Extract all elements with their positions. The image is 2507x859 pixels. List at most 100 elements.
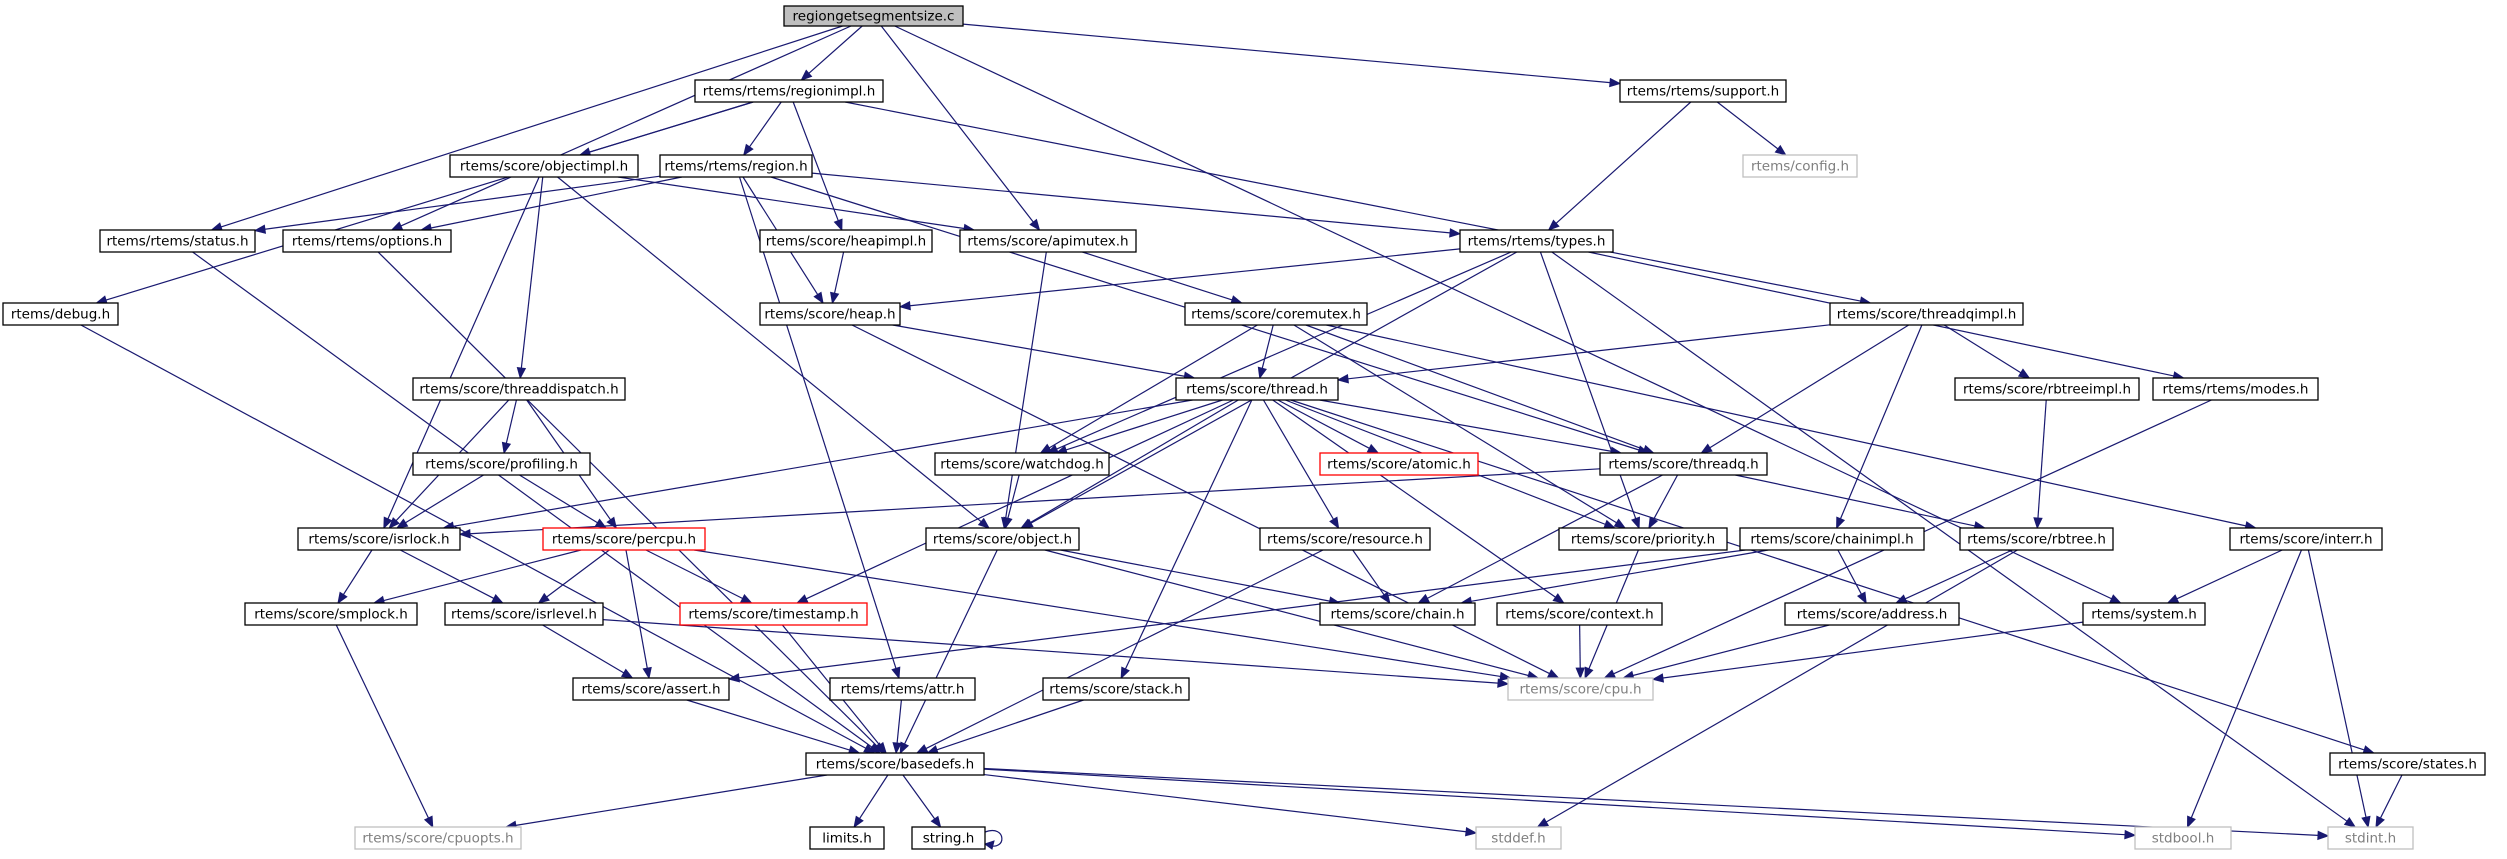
node-cpu[interactable]: rtems/score/cpu.h <box>1507 677 1654 701</box>
node-context[interactable]: rtems/score/context.h <box>1496 602 1663 626</box>
node-heapimpl[interactable]: rtems/score/heapimpl.h <box>759 229 933 253</box>
node-box <box>1459 229 1614 253</box>
node-objectimpl[interactable]: rtems/score/objectimpl.h <box>449 154 639 178</box>
node-box <box>572 677 730 701</box>
edge-heapimpl-to-heap <box>830 251 845 305</box>
node-label: rtems/score/chain.h <box>1330 607 1464 623</box>
edge-chainimpl-to-assert <box>727 549 1746 683</box>
edge-chainimpl-to-address <box>1837 549 1867 605</box>
node-regionimpl[interactable]: rtems/rtems/regionimpl.h <box>694 79 884 103</box>
node-label: rtems/score/isrlock.h <box>308 532 449 548</box>
node-box <box>925 527 1080 551</box>
node-rbtree[interactable]: rtems/score/rbtree.h <box>1959 527 2114 551</box>
node-heap[interactable]: rtems/score/heap.h <box>759 302 901 326</box>
node-box <box>2329 752 2486 776</box>
node-chainimpl[interactable]: rtems/score/chainimpl.h <box>1739 527 1925 551</box>
node-basedefs[interactable]: rtems/score/basedefs.h <box>805 752 985 776</box>
node-coremutex[interactable]: rtems/score/coremutex.h <box>1184 302 1368 326</box>
node-box <box>244 602 418 626</box>
edge-apimutex-to-coremutex <box>1082 251 1243 305</box>
node-threadqimpl[interactable]: rtems/score/threadqimpl.h <box>1829 302 2024 326</box>
edge-thread-to-watchdog <box>1055 399 1223 455</box>
node-atomic[interactable]: rtems/score/atomic.h <box>1319 452 1479 476</box>
edge-threadqimpl-to-rbtreeimpl <box>1943 324 2031 379</box>
edge-region-to-status <box>253 175 661 234</box>
node-label: rtems/score/address.h <box>1797 607 1948 623</box>
node-regiongetsegmentsize[interactable]: regiongetsegmentsize.c <box>783 5 964 27</box>
node-label: stdint.h <box>2345 831 2396 847</box>
node-label: limits.h <box>822 831 872 847</box>
node-rbtreeimpl[interactable]: rtems/score/rbtreeimpl.h <box>1954 377 2140 401</box>
edge-thread-to-object <box>1020 399 1239 529</box>
node-debug[interactable]: rtems/debug.h <box>2 302 119 326</box>
edge-smplock-to-cpuopts <box>335 624 434 829</box>
node-box <box>1742 154 1858 178</box>
node-threadq[interactable]: rtems/score/threadq.h <box>1599 452 1768 476</box>
node-support[interactable]: rtems/rtems/support.h <box>1619 79 1787 103</box>
node-string[interactable]: string.h <box>911 826 986 850</box>
edge-regiongetsegmentsize-to-regionimpl <box>800 25 863 81</box>
node-system[interactable]: rtems/system.h <box>2082 602 2206 626</box>
node-assert[interactable]: rtems/score/assert.h <box>572 677 730 701</box>
node-label: rtems/score/atomic.h <box>1327 457 1471 473</box>
edge-region-to-types <box>811 172 1462 238</box>
node-isrlevel[interactable]: rtems/score/isrlevel.h <box>444 602 604 626</box>
node-options[interactable]: rtems/rtems/options.h <box>282 229 452 253</box>
node-chain[interactable]: rtems/score/chain.h <box>1319 602 1476 626</box>
edge-assert-to-basedefs <box>686 699 861 755</box>
edge-thread-to-context <box>1272 399 1565 604</box>
node-profiling[interactable]: rtems/score/profiling.h <box>412 452 591 476</box>
node-stdbool[interactable]: stdbool.h <box>2134 826 2232 850</box>
node-limits[interactable]: limits.h <box>809 826 885 850</box>
node-cpuopts[interactable]: rtems/score/cpuopts.h <box>354 826 522 850</box>
node-resource[interactable]: rtems/score/resource.h <box>1259 527 1431 551</box>
edge-threaddispatch-to-profiling <box>501 399 518 455</box>
node-stdint[interactable]: stdint.h <box>2327 826 2414 850</box>
edge-regionimpl-to-region <box>742 101 782 157</box>
node-stack[interactable]: rtems/score/stack.h <box>1042 677 1190 701</box>
node-region[interactable]: rtems/rtems/region.h <box>659 154 813 178</box>
node-watchdog[interactable]: rtems/score/watchdog.h <box>934 452 1110 476</box>
node-label: rtems/rtems/regionimpl.h <box>703 84 876 100</box>
edge-string-to-string <box>983 829 1003 850</box>
node-box <box>1599 452 1768 476</box>
node-object[interactable]: rtems/score/object.h <box>925 527 1080 551</box>
edge-basedefs-to-string <box>902 774 942 829</box>
node-label: rtems/rtems/region.h <box>664 159 807 175</box>
edge-status-to-basedefs <box>192 251 881 754</box>
edge-threadqimpl-to-thread <box>1336 324 1831 384</box>
edge-resource-to-basedefs <box>915 549 1324 754</box>
node-label: regiongetsegmentsize.c <box>793 9 955 25</box>
node-types[interactable]: rtems/rtems/types.h <box>1459 229 1614 253</box>
node-timestamp[interactable]: rtems/score/timestamp.h <box>679 602 868 626</box>
node-threaddispatch[interactable]: rtems/score/threaddispatch.h <box>412 377 626 401</box>
node-label: rtems/score/watchdog.h <box>940 457 1104 473</box>
node-box <box>1496 602 1663 626</box>
node-smplock[interactable]: rtems/score/smplock.h <box>244 602 418 626</box>
node-box <box>1042 677 1190 701</box>
node-isrlock[interactable]: rtems/score/isrlock.h <box>297 527 461 551</box>
node-stddef[interactable]: stddef.h <box>1475 826 1562 850</box>
node-attr[interactable]: rtems/rtems/attr.h <box>829 677 976 701</box>
node-percpu[interactable]: rtems/score/percpu.h <box>542 527 706 551</box>
edge-isrlock-to-isrlevel <box>399 549 504 604</box>
node-apimutex[interactable]: rtems/score/apimutex.h <box>959 229 1137 253</box>
node-states[interactable]: rtems/score/states.h <box>2329 752 2486 776</box>
node-label: rtems/score/apimutex.h <box>967 234 1128 250</box>
edge-regiongetsegmentsize-to-options <box>390 25 852 231</box>
node-interr[interactable]: rtems/score/interr.h <box>2229 527 2383 551</box>
node-box <box>911 826 986 850</box>
node-modes[interactable]: rtems/rtems/modes.h <box>2152 377 2319 401</box>
edge-regiongetsegmentsize-to-system <box>894 25 2122 604</box>
edge-percpu-to-timestamp <box>645 549 753 604</box>
node-priority[interactable]: rtems/score/priority.h <box>1558 527 1728 551</box>
edge-isrlevel-to-assert <box>542 624 634 679</box>
node-thread[interactable]: rtems/score/thread.h <box>1175 377 1339 401</box>
node-box <box>1558 527 1728 551</box>
node-box <box>783 5 964 27</box>
node-status[interactable]: rtems/rtems/status.h <box>99 229 256 253</box>
node-address[interactable]: rtems/score/address.h <box>1784 602 1960 626</box>
edge-basedefs-to-stddef <box>983 773 1478 837</box>
node-config[interactable]: rtems/config.h <box>1742 154 1858 178</box>
node-label: rtems/score/timestamp.h <box>688 607 858 623</box>
